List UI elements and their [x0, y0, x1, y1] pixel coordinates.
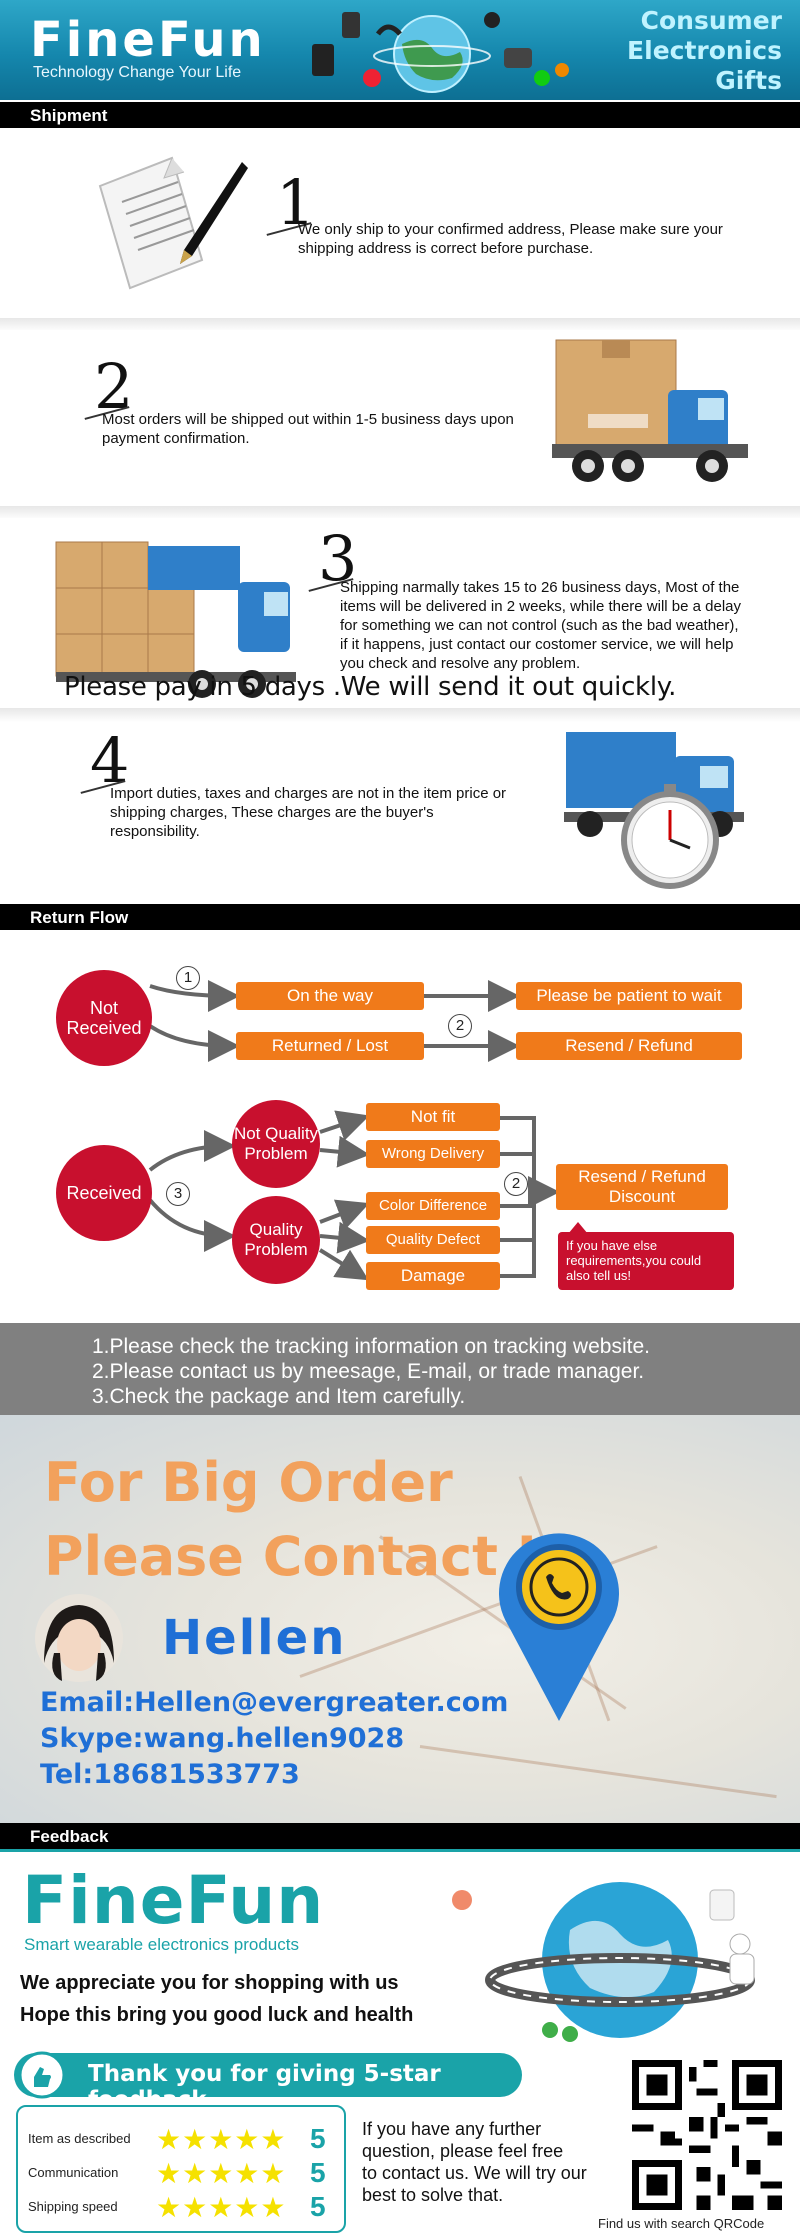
- resend-refund-box: Resend / Refund: [516, 1032, 742, 1060]
- quality-problem-node: Quality Problem: [232, 1196, 320, 1284]
- header-banner: FineFun Technology Change Your Life Cons…: [0, 0, 800, 100]
- step-number-1: 1: [276, 166, 316, 239]
- returned-lost-box: Returned / Lost: [236, 1032, 424, 1060]
- section-title: Shipment: [30, 106, 108, 125]
- rating-box: Item as described ★★★★★ 5 Communication …: [16, 2105, 346, 2233]
- note-line-3: 3.Check the package and Item carefully.: [92, 1385, 466, 1408]
- rating-score: 5: [310, 2191, 326, 2222]
- step-text-3: Shipping narmally takes 15 to 26 busines…: [340, 579, 742, 672]
- brand-tagline: Technology Change Your Life: [33, 64, 242, 81]
- globe-gadgets-icon: [312, 12, 569, 93]
- step-number-3: 3: [318, 522, 358, 595]
- damage-box: Damage: [366, 1262, 500, 1290]
- section-bar-shipment: Shipment: [0, 102, 800, 128]
- contact-email[interactable]: Email:Hellen@evergreater.com: [40, 1687, 509, 1718]
- section-bar-feedback: Feedback: [0, 1823, 800, 1849]
- rating-label: Shipping speed: [28, 2199, 118, 2214]
- shipment-step-1: 1 We only ship to your confirmed address…: [0, 128, 800, 326]
- not-quality-problem-node: Not Quality Problem: [232, 1100, 320, 1188]
- divider: [0, 1849, 800, 1852]
- rating-score: 5: [310, 2123, 326, 2154]
- five-star-banner: Thank you for giving 5-star feedback: [14, 2051, 522, 2113]
- speech-pointer: [568, 1222, 588, 1234]
- divider: [0, 708, 800, 722]
- flow-badge-1: 1: [176, 966, 200, 990]
- star-rating-icon: ★★★★★: [156, 2158, 287, 2189]
- big-order-banner: For Big Order Please Contact Us Hellen E…: [0, 1415, 800, 1823]
- rating-label: Item as described: [28, 2131, 131, 2146]
- resend-refund-discount-box: Resend / Refund Discount: [556, 1164, 728, 1210]
- feedback-brand-logo: FineFun: [22, 1862, 325, 1939]
- notes-band: 1.Please check the tracking information …: [0, 1323, 800, 1415]
- step-number-4: 4: [90, 724, 130, 797]
- flow-badge-2: 2: [448, 1014, 472, 1038]
- wrong-delivery-box: Wrong Delivery: [366, 1140, 500, 1168]
- else-requirements-note: If you have else requirements,you could …: [558, 1232, 734, 1290]
- return-flow-connectors: [148, 979, 560, 1281]
- section-title: Feedback: [30, 1827, 109, 1846]
- divider: [0, 318, 800, 332]
- feedback-brand-sub: Smart wearable electronics products: [24, 1935, 299, 1954]
- truck-stopwatch-icon: [564, 732, 744, 889]
- section-title: Return Flow: [30, 908, 129, 927]
- note-line-1: 1.Please check the tracking information …: [92, 1335, 650, 1358]
- rating-score: 5: [310, 2157, 326, 2188]
- qr-code[interactable]: [632, 2055, 782, 2215]
- flow-badge-2b: 2: [504, 1172, 528, 1196]
- qr-caption: Find us with search QRCode: [598, 2216, 765, 2231]
- avatar: [35, 1594, 123, 1682]
- step-text-4: Import duties, taxes and charges are not…: [110, 785, 507, 840]
- quality-defect-box: Quality Defect: [366, 1226, 500, 1254]
- note-line-2: 2.Please contact us by meesage, E-mail, …: [92, 1360, 645, 1383]
- shipment-step-4: 4 Import duties, taxes and charges are n…: [0, 722, 800, 902]
- section-bar-return-flow: Return Flow: [0, 904, 800, 930]
- best-choice-badge-icon: [18, 2051, 66, 2099]
- location-phone-pin-icon: [499, 1533, 619, 1721]
- flow-badge-3: 3: [166, 1182, 190, 1206]
- not-fit-box: Not fit: [366, 1103, 500, 1131]
- big-order-title: For Big Order: [44, 1451, 453, 1514]
- header-tagline-right: Consumer Electronics Gifts: [627, 6, 782, 95]
- rating-row: Shipping speed ★★★★★ 5: [28, 2191, 348, 2223]
- rating-label: Communication: [28, 2165, 119, 2180]
- globe-delivery-icon: [452, 1882, 755, 2042]
- help-text: If you have any further question, please…: [362, 2119, 587, 2205]
- patient-box: Please be patient to wait: [516, 982, 742, 1010]
- color-difference-box: Color Difference: [366, 1192, 500, 1220]
- rating-row: Communication ★★★★★ 5: [28, 2157, 348, 2189]
- step-number-2: 2: [94, 350, 134, 423]
- on-the-way-box: On the way: [236, 982, 424, 1010]
- star-rating-icon: ★★★★★: [156, 2192, 287, 2223]
- cargo-truck-icon: [55, 541, 296, 698]
- star-rating-icon: ★★★★★: [156, 2124, 287, 2155]
- delivery-truck-icon: [552, 339, 748, 482]
- step-text-1: We only ship to your confirmed address, …: [298, 221, 723, 257]
- document-pen-icon: [98, 156, 248, 290]
- contact-name: Hellen: [162, 1610, 347, 1666]
- shipment-step-3: 3 Shipping narmally takes 15 to 26 busin…: [0, 518, 800, 708]
- contact-tel[interactable]: Tel:18681533773: [40, 1759, 300, 1790]
- five-star-text: Thank you for giving 5-star feedback: [88, 2061, 441, 2113]
- step-text-2: Most orders will be shipped out within 1…: [102, 411, 514, 447]
- received-node: Received: [56, 1145, 152, 1241]
- payment-notice: Please pay in 5 days .We will send it ou…: [64, 672, 677, 702]
- brand-logo: FineFun: [30, 12, 266, 68]
- hope-text: Hope this bring you good luck and health: [20, 2004, 414, 2026]
- map-road: [419, 1745, 777, 1799]
- not-received-node: Not Received: [56, 970, 152, 1066]
- appreciate-text: We appreciate you for shopping with us: [20, 1972, 399, 1994]
- divider: [0, 506, 800, 520]
- rating-row: Item as described ★★★★★ 5: [28, 2123, 348, 2155]
- shipment-step-2: 2 Most orders will be shipped out within…: [0, 330, 800, 510]
- contact-skype[interactable]: Skype:wang.hellen9028: [40, 1723, 405, 1754]
